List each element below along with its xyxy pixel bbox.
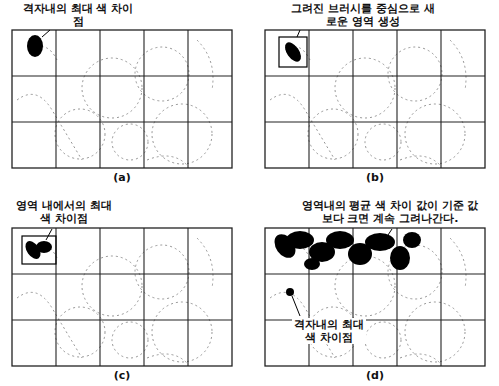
region-box	[22, 236, 56, 264]
brush-stroke	[282, 40, 304, 65]
grid-panel	[12, 30, 232, 168]
callout-text: 격자내의 최대 색 차이 점	[22, 2, 134, 28]
grid-panel	[265, 30, 485, 168]
brush-dot	[286, 288, 294, 296]
leader-line	[42, 30, 50, 37]
region-box	[279, 37, 307, 67]
leader-line	[386, 229, 392, 238]
callout-text: 격자내의 최대 색 차이점	[292, 318, 366, 344]
grid-panel	[265, 228, 485, 366]
grid-panel	[12, 228, 232, 366]
brush-stroke	[27, 35, 43, 57]
brush-strokes	[270, 230, 421, 270]
panel-label: (c)	[107, 369, 137, 382]
panel-label: (b)	[360, 171, 390, 184]
callout-text: 영역내의 평균 색 차이 값이 기준 값보다 크면 계속 그려나간다.	[300, 199, 480, 225]
brush-stroke	[36, 241, 52, 253]
leader-line	[292, 296, 300, 316]
leader-line	[297, 30, 300, 37]
callout-text: 그려진 브러시를 중심으로 새로운 영역 생성	[288, 2, 438, 28]
callout-text: 영역 내에서의 최대 색 차이점	[14, 199, 114, 225]
leader-line	[46, 229, 52, 240]
panel-label: (a)	[107, 171, 137, 184]
panel-label: (d)	[360, 369, 390, 382]
